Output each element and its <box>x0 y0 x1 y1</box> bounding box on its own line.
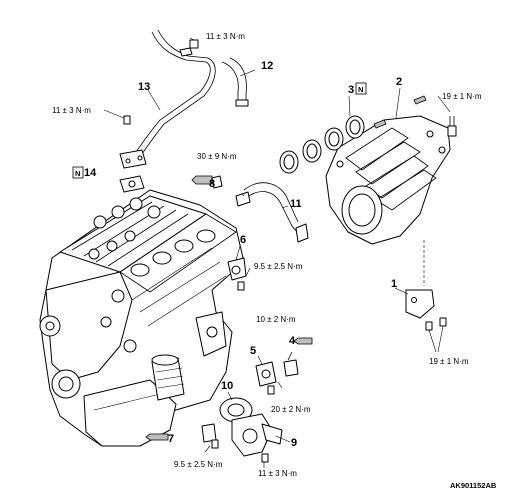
leader-lines <box>103 37 451 468</box>
torque-spec-manifold-top: 19 ± 1 N·m <box>442 92 482 101</box>
callout-3: 3 N <box>348 82 367 96</box>
intake-manifold <box>325 115 451 245</box>
callout-9: 9 <box>291 437 297 449</box>
intake-gaskets <box>279 95 427 174</box>
torque-spec-part5: 20 ± 2 N·m <box>271 405 311 414</box>
torque-spec-part7: 9.5 ± 2.5 N·m <box>174 460 223 469</box>
svg-text:N: N <box>358 85 363 94</box>
thermostat-10 <box>219 397 253 423</box>
callout-5: 5 <box>250 345 256 357</box>
sensor-7 <box>201 423 219 449</box>
manifold-bracket <box>405 240 447 353</box>
sensor-6 <box>227 257 247 291</box>
torque-spec-part9: 11 ± 3 N·m <box>258 469 297 478</box>
callout-6: 6 <box>240 234 246 246</box>
hose-12 <box>221 57 249 107</box>
sensor-5 <box>255 361 277 395</box>
gasket-14 <box>119 175 145 193</box>
torque-spec-part8: 30 ± 9 N·m <box>197 152 237 161</box>
callout-14: N 14 <box>72 166 97 179</box>
pipe-top-bolt <box>189 39 199 49</box>
svg-text:3: 3 <box>348 84 354 96</box>
callout-8: 8 <box>209 178 215 190</box>
manifold-top-bolt <box>447 116 457 137</box>
torque-spec-top: 11 ± 3 N·m <box>206 32 245 41</box>
callout-2: 2 <box>396 76 402 88</box>
callout-13: 13 <box>138 81 150 93</box>
svg-text:14: 14 <box>84 167 97 179</box>
torque-spec-part4: 10 ± 2 N·m <box>256 315 296 324</box>
pipe13-bolt <box>123 115 131 125</box>
callout-4: 4 <box>289 335 296 347</box>
torque-spec-part6: 9.5 ± 2.5 N·m <box>254 262 303 271</box>
torque-spec-pipe13: 11 ± 3 N·m <box>52 106 91 115</box>
svg-text:N: N <box>75 169 80 178</box>
diagram-code: AK901152AB <box>450 481 497 490</box>
callout-12: 12 <box>261 60 273 72</box>
water-pipe-13 <box>119 29 216 169</box>
callout-11: 11 <box>290 198 302 210</box>
callout-1: 1 <box>391 278 397 290</box>
callout-10: 10 <box>221 380 233 392</box>
engine-assembly <box>39 189 245 447</box>
switch-4 <box>283 351 299 377</box>
thermostat-housing-9 <box>231 413 283 463</box>
hose-11 <box>235 182 309 243</box>
callout-7: 7 <box>168 433 174 445</box>
torque-arrows <box>145 175 313 441</box>
torque-spec-manifold-bottom: 19 ± 1 N·m <box>429 357 469 366</box>
